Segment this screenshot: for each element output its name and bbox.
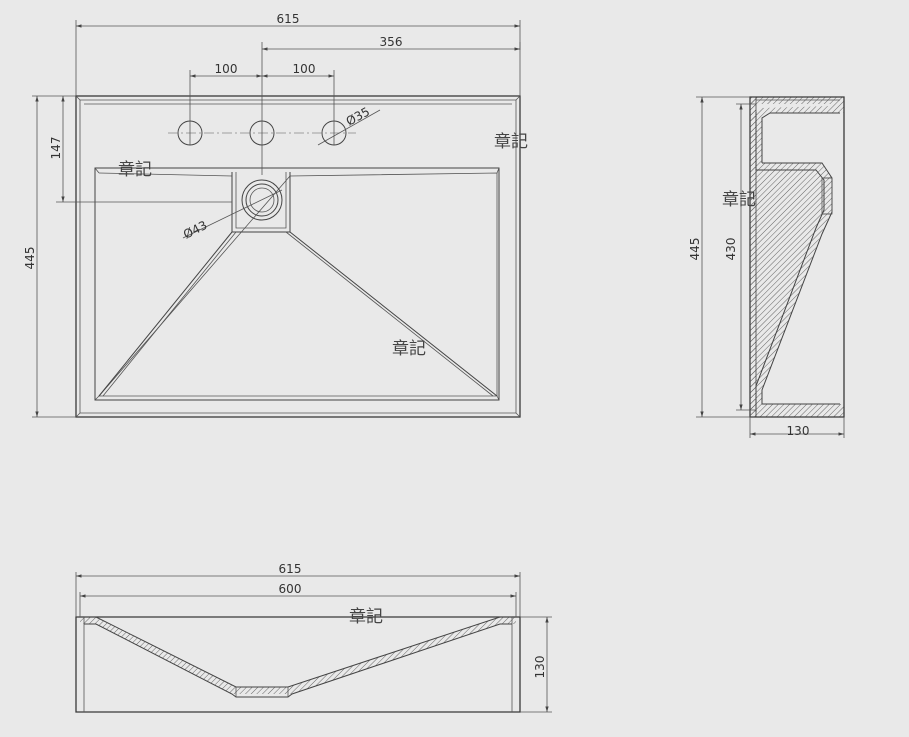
note-top-right: 章記 — [494, 132, 528, 152]
drain-inner-circle — [245, 183, 279, 217]
dim-front-overall-width: 615 — [279, 562, 302, 576]
dim-tap-offset: 356 — [380, 35, 403, 49]
dim-tap-depth: 147 — [49, 137, 63, 160]
front-bowl-profile-bottom — [84, 623, 512, 698]
note-front: 章記 — [349, 607, 383, 627]
dim-top-overall-depth: 445 — [23, 247, 37, 270]
dim-drain-diameter: Ø43 — [181, 218, 209, 242]
note-bowl: 章記 — [392, 339, 426, 359]
dim-front-inner-width: 600 — [279, 582, 302, 596]
dim-front-height: 130 — [533, 656, 547, 679]
dim-tap-hole-diameter: Ø35 — [344, 104, 372, 128]
front-bowl-profile-top — [84, 616, 512, 688]
note-side: 章記 — [722, 190, 756, 210]
basin-outer-rim — [75, 95, 521, 418]
dim-side-inner-depth: 430 — [724, 238, 738, 261]
front-view: 615 600 130 章記 — [75, 562, 552, 713]
front-section-outline — [75, 616, 521, 713]
slope-line-right — [289, 231, 498, 397]
note-top-left: 章記 — [118, 160, 152, 180]
slope-line-left — [98, 231, 233, 397]
dim-hole-spacing-right: 100 — [293, 62, 316, 76]
top-view: 615 356 100 100 Ø35 Ø43 147 445 章記 章記 章記 — [23, 12, 528, 418]
side-view: 445 430 130 章記 — [688, 96, 845, 438]
drain-outer-circle — [241, 179, 283, 221]
drain-channel — [231, 172, 291, 233]
dim-top-overall-width: 615 — [277, 12, 300, 26]
dim-hole-spacing-left: 100 — [215, 62, 238, 76]
dim-side-overall-depth: 445 — [688, 238, 702, 261]
dim-side-height: 130 — [787, 424, 810, 438]
bowl-edge — [94, 167, 500, 401]
